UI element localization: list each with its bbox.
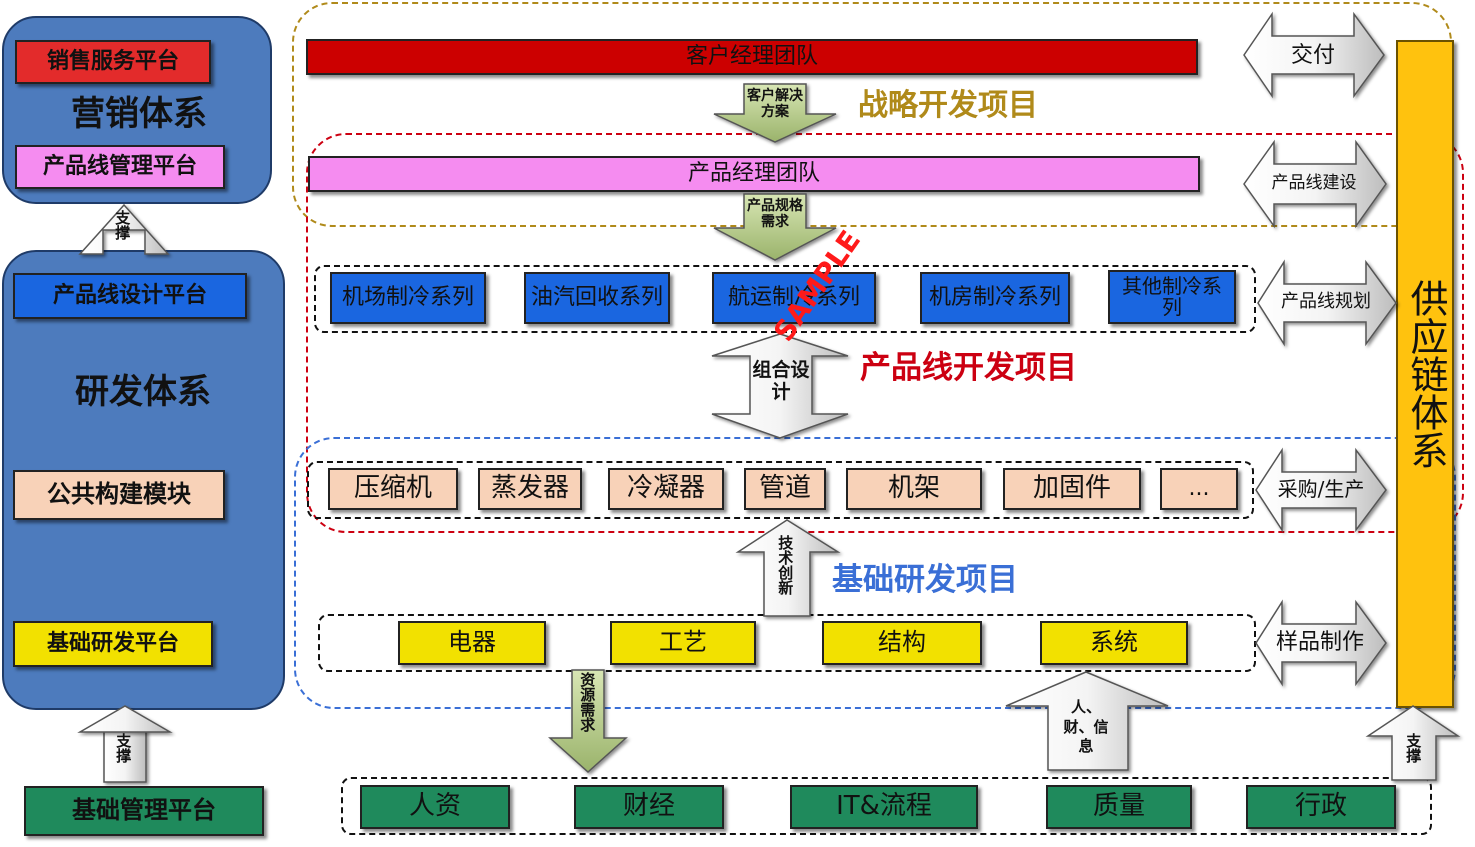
series-group — [314, 265, 1256, 333]
series-item-airport[interactable]: 机场制冷系列 — [330, 272, 486, 324]
basic-rd-project-region — [294, 437, 1456, 709]
customer-manager-team-bar[interactable]: 客户经理团队 — [306, 39, 1198, 75]
component-frame[interactable]: 机架 — [846, 468, 982, 510]
basic-process[interactable]: 工艺 — [610, 621, 756, 665]
series-item-shipping[interactable]: 航运制冷系列 — [712, 272, 876, 324]
resource-demand-label: 资源需求 — [578, 672, 597, 732]
component-compressor[interactable]: 压缩机 — [328, 468, 458, 510]
support-funcs-group — [341, 777, 1432, 835]
basic-structure[interactable]: 结构 — [822, 621, 982, 665]
component-fastener[interactable]: 加固件 — [1003, 468, 1141, 510]
basic-rd-platform-box[interactable]: 基础研发平台 — [13, 621, 213, 667]
basic-rd-project-label: 基础研发项目 — [832, 562, 1018, 598]
func-quality[interactable]: 质量 — [1046, 785, 1192, 829]
right-label-delivery: 交付 — [1290, 43, 1335, 68]
sales-platform-box[interactable]: 销售服务平台 — [15, 40, 211, 84]
series-item-other[interactable]: 其他制冷系列 — [1108, 270, 1236, 324]
marketing-system-label: 营销体系 — [71, 94, 207, 134]
tech-innovation-label: 技术创新 — [776, 535, 795, 595]
basic-mgmt-platform-box[interactable]: 基础管理平台 — [24, 786, 264, 836]
right-label-sample: 样品制作 — [1275, 630, 1364, 655]
product-manager-team-bar[interactable]: 产品经理团队 — [308, 156, 1200, 192]
components-group — [307, 461, 1254, 519]
product-line-project-label: 产品线开发项目 — [860, 350, 1077, 386]
series-item-machine-room[interactable]: 机房制冷系列 — [920, 272, 1070, 324]
right-label-product-line-plan: 产品线规划 — [1281, 291, 1371, 312]
basic-system[interactable]: 系统 — [1040, 621, 1188, 665]
product-line-design-box[interactable]: 产品线设计平台 — [13, 273, 247, 319]
component-condenser[interactable]: 冷凝器 — [608, 468, 724, 510]
func-finance[interactable]: 财经 — [574, 785, 724, 829]
supply-chain-label: 供应链体系 — [1403, 279, 1448, 469]
product-line-mgmt-box[interactable]: 产品线管理平台 — [15, 145, 225, 189]
customer-solution-label: 客户解决方案 — [747, 88, 803, 121]
people-finance-info-label: 人、财、信息 — [1063, 698, 1109, 755]
func-admin[interactable]: 行政 — [1246, 785, 1396, 829]
product-line-project-region — [306, 133, 1464, 533]
support-top-label: 支撑 — [113, 210, 132, 240]
support-right-label: 支撑 — [1404, 733, 1423, 763]
right-label-product-line-build: 产品线建设 — [1271, 173, 1357, 193]
rd-system-label: 研发体系 — [75, 372, 211, 412]
component-more[interactable]: ... — [1160, 468, 1238, 510]
right-label-procurement: 采购/生产 — [1277, 477, 1365, 501]
func-hr[interactable]: 人资 — [360, 785, 510, 829]
support-bottom-label: 支撑 — [114, 733, 133, 763]
common-modules-box[interactable]: 公共构建模块 — [13, 470, 225, 520]
basic-electrical[interactable]: 电器 — [398, 621, 546, 665]
product-spec-label: 产品规格需求 — [747, 198, 803, 231]
supply-chain-bar[interactable]: 供应链体系 — [1396, 40, 1454, 708]
strategic-project-label: 战略开发项目 — [858, 88, 1038, 123]
func-it-process[interactable]: IT&流程 — [790, 785, 978, 829]
component-pipe[interactable]: 管道 — [744, 468, 826, 510]
component-evaporator[interactable]: 蒸发器 — [478, 468, 582, 510]
combo-design-label: 组合设计 — [752, 359, 810, 403]
series-item-vapor[interactable]: 油汽回收系列 — [524, 272, 670, 324]
